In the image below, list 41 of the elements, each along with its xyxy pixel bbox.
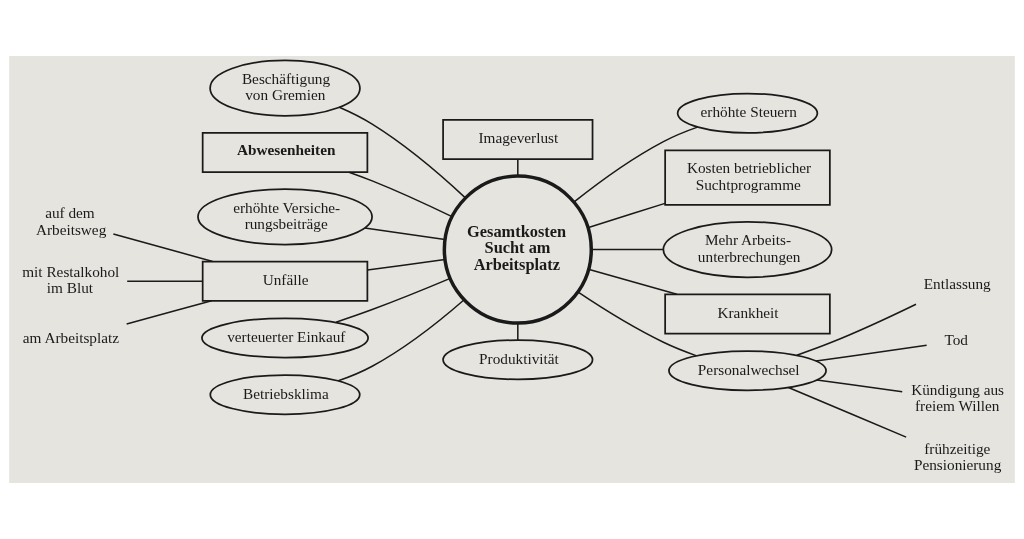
node-ellipse: verteuerter Einkauf	[201, 317, 369, 359]
node-box: Unfälle	[201, 260, 369, 302]
connector	[587, 268, 678, 296]
node-text: frühzeitige Pensionierung	[913, 439, 1002, 474]
connector	[338, 106, 467, 199]
node-text: Tod	[944, 331, 969, 349]
connector	[126, 280, 204, 282]
node-ellipse: Betriebsklima	[209, 374, 361, 416]
connector	[796, 303, 917, 356]
node-box: Kosten betrieblicher Suchtprogramme	[664, 149, 831, 206]
node-text: Kündigung aus freiem Willen	[911, 380, 1005, 415]
node-ellipse: Mehr Arbeits- unterbrechungen	[662, 220, 833, 279]
node-ellipse: Produktivität	[442, 339, 594, 381]
connector	[787, 386, 907, 438]
node-ellipse: Beschäftigung von Gremien	[209, 59, 361, 117]
connector	[348, 171, 453, 218]
connector	[112, 233, 214, 263]
node-ellipse: Personalwechsel	[668, 350, 827, 392]
connector	[364, 227, 446, 241]
connector	[517, 322, 519, 341]
connector	[573, 126, 699, 203]
node-text: Entlassung	[923, 274, 991, 292]
node-circle: Gesamtkosten Sucht am Arbeitsplatz	[442, 174, 594, 325]
node-box: Imageverlust	[442, 118, 594, 160]
node-ellipse: erhöhte Steuern	[676, 92, 819, 134]
node-text: am Arbeitsplatz	[22, 329, 120, 347]
connector	[590, 248, 664, 251]
connector	[815, 344, 928, 362]
node-text: mit Restalkohol im Blut	[22, 263, 120, 297]
connector	[816, 379, 903, 393]
connector	[577, 291, 697, 357]
node-box: Krankheit	[664, 293, 831, 335]
node-ellipse: erhöhte Versiche- rungsbeiträge	[197, 188, 373, 246]
node-text: auf dem Arbeitsweg	[35, 204, 107, 238]
connector	[125, 300, 213, 325]
connector	[517, 158, 519, 177]
connector	[337, 299, 465, 382]
connector	[366, 258, 446, 271]
connector	[587, 202, 666, 229]
node-box: Abwesenheiten	[201, 132, 369, 173]
connector	[335, 277, 451, 323]
